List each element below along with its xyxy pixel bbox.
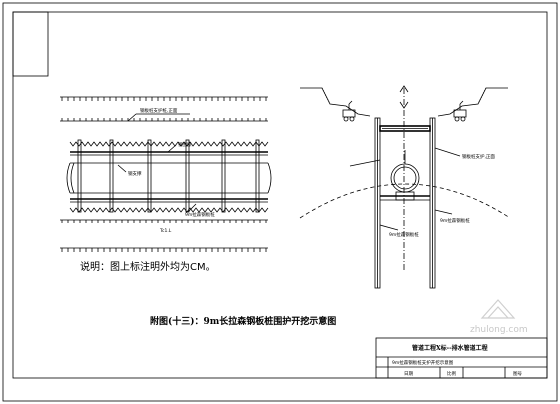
watermark: zhulong.com	[470, 299, 528, 335]
title-block-scale: 比例	[447, 370, 456, 377]
plan-label-pipe2: 钢围檩	[178, 141, 192, 148]
plan-label-pile: 9m拉森钢板桩	[185, 211, 215, 218]
plan-label-top: 钢板桩支护桩,正面	[140, 107, 178, 114]
figure-caption: 附图(十三)：9m长拉森钢板桩围护开挖示意图	[150, 315, 336, 327]
sheet-inner-border	[12, 11, 548, 379]
section-label-right: 钢板桩支护,正面	[462, 153, 495, 160]
title-block: 管道工程X标--排水管道工程 9m拉森钢板桩支护开挖示意图 日期 比例 图号	[375, 337, 548, 379]
title-block-date: 日期	[404, 371, 413, 377]
binding-strip	[12, 11, 49, 77]
section-label-pile2: 9m拉森钢板桩	[389, 231, 419, 238]
title-block-number: 图号	[513, 371, 522, 377]
note-text: 说明：图上标注明外均为CM。	[80, 260, 216, 273]
plan-label-pipe: 钢支撑	[128, 170, 142, 177]
title-block-drawing-name: 9m拉森钢板桩支护开挖示意图	[392, 359, 454, 366]
plan-view: 钢板桩支护桩,正面 钢支撑 钢围檩 9m拉森钢板桩 Tc1.L	[60, 96, 272, 252]
section-label-pile: 9m拉森钢板桩	[440, 217, 470, 224]
title-block-project: 管道工程X标--排水管道工程	[412, 344, 488, 352]
plan-label-scale: Tc1.L	[159, 228, 172, 234]
section-view: 钢板桩支护,正面 9m拉森钢板桩 9m拉森钢板桩	[299, 85, 511, 289]
svg-text:zhulong.com: zhulong.com	[470, 325, 528, 335]
